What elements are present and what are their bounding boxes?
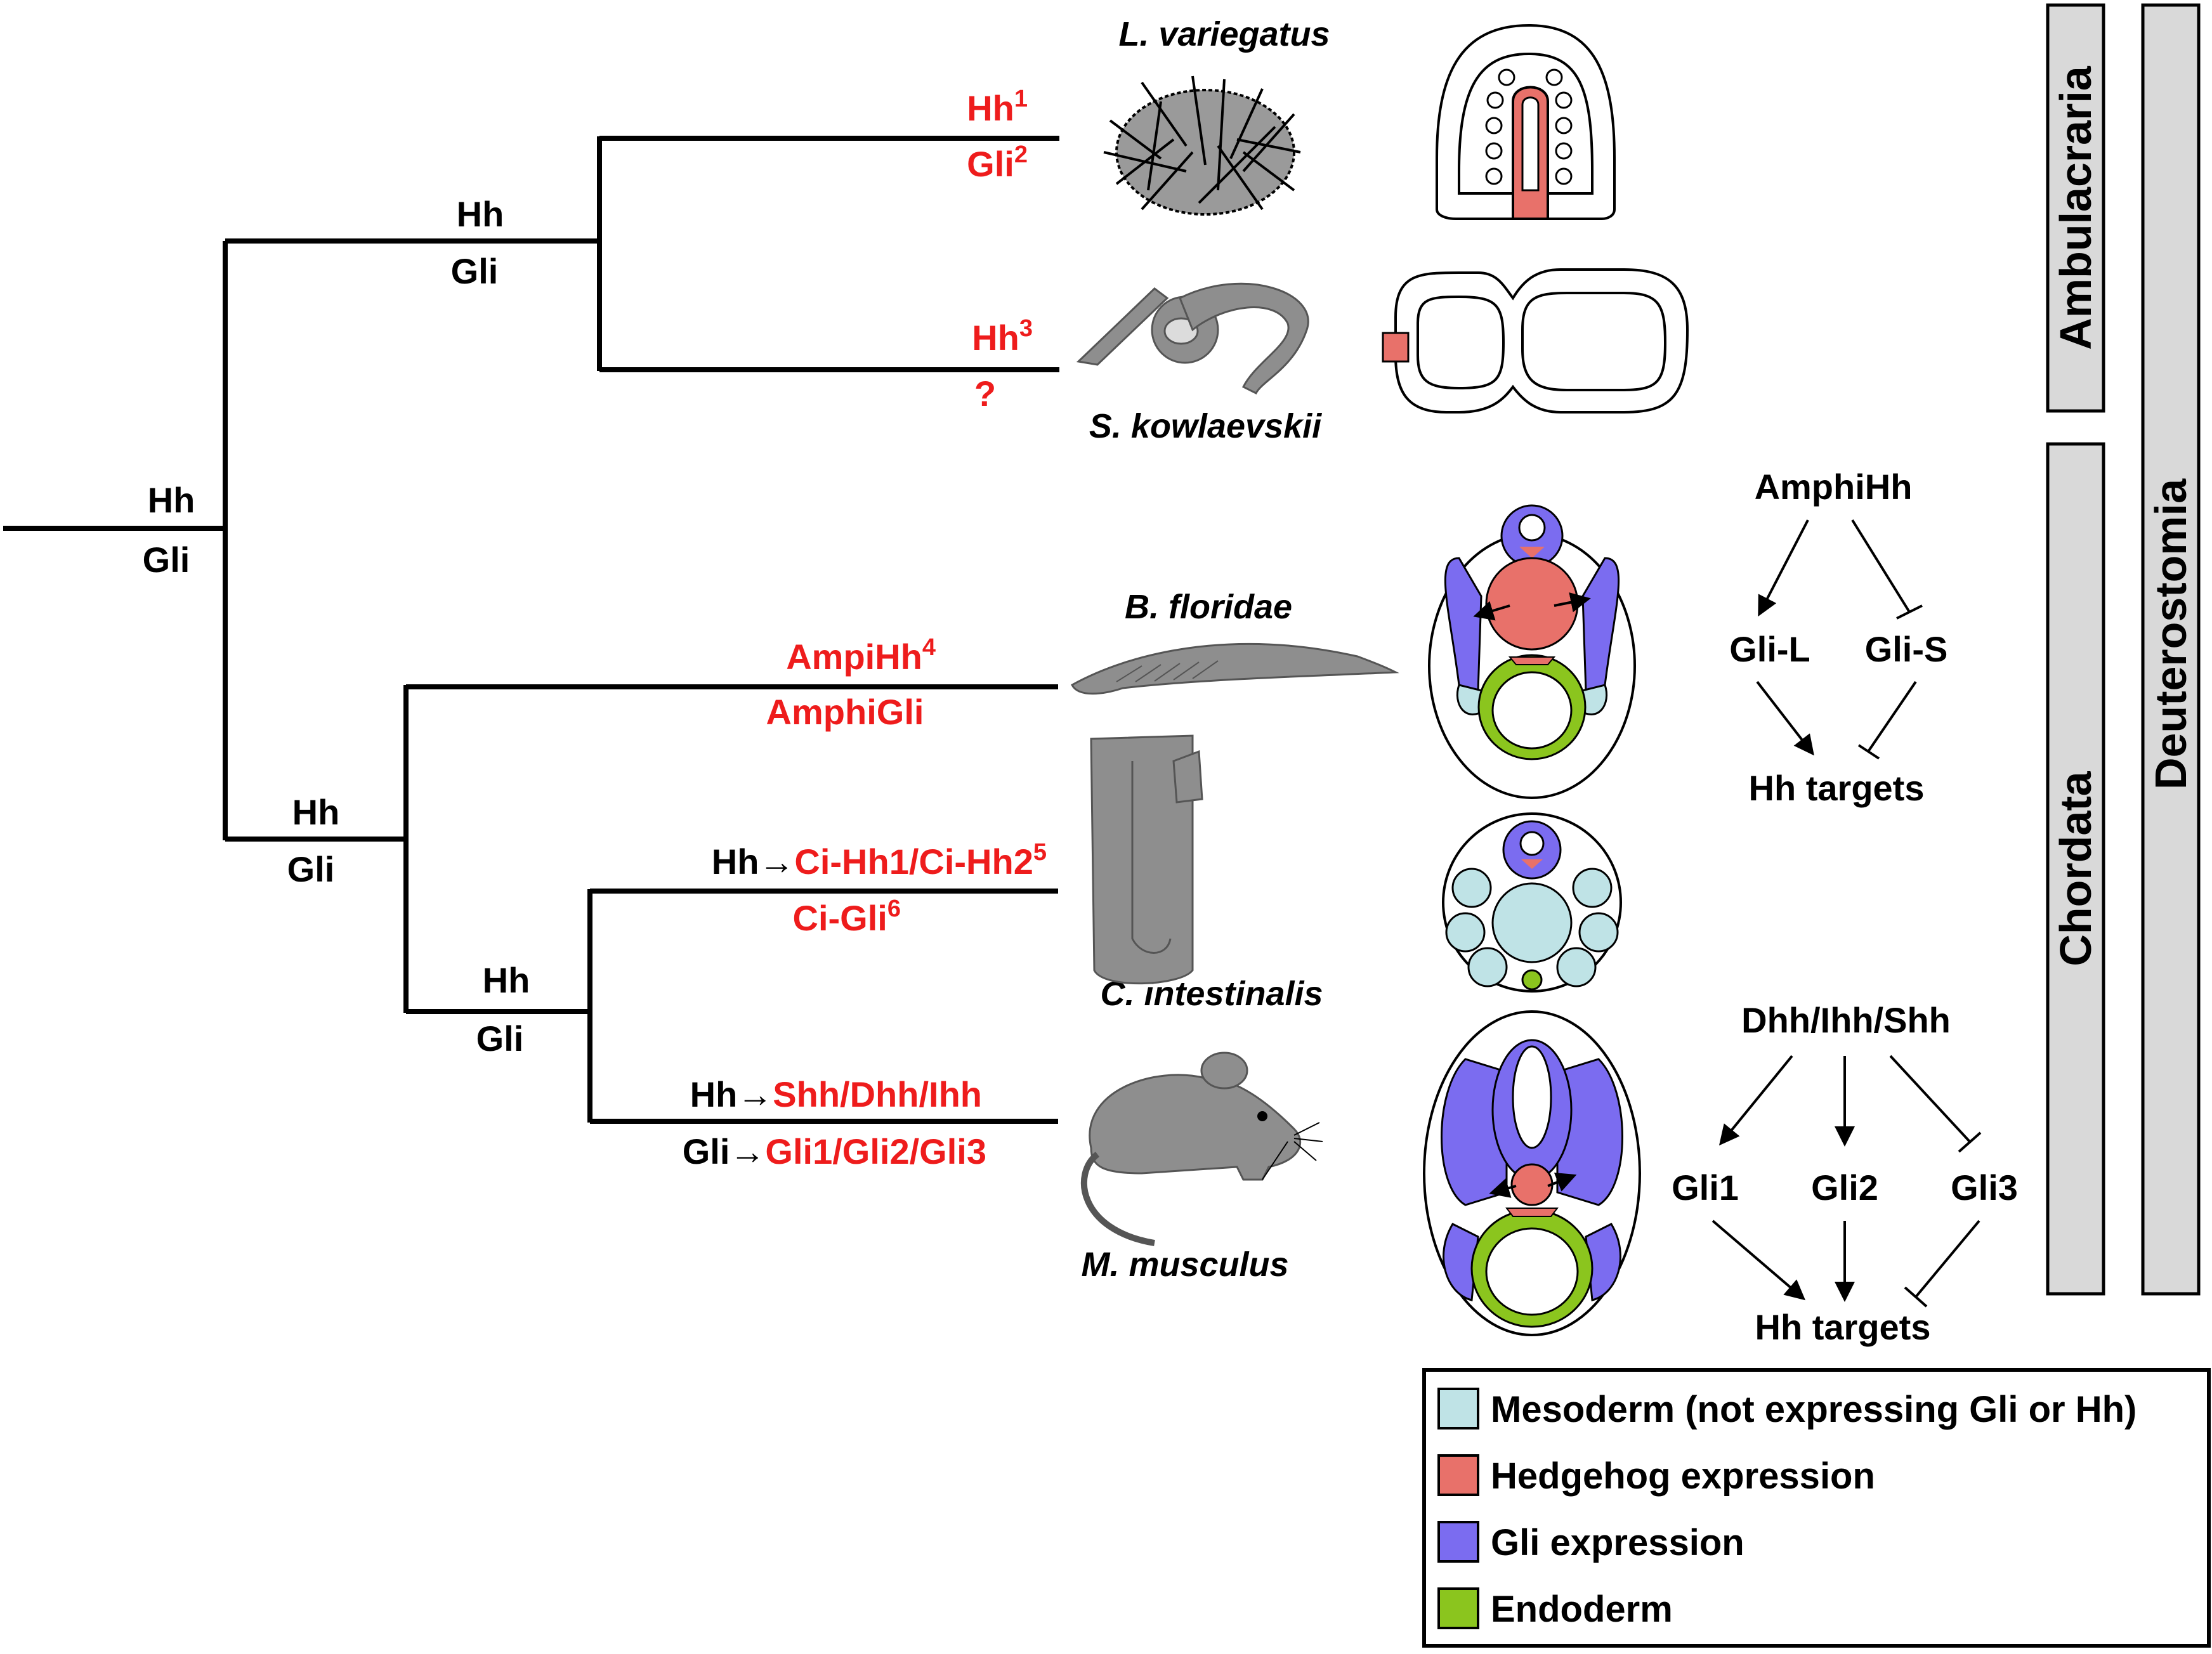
- group-bands: Ambulacraria Chordata Deuterostomia: [2046, 3, 2201, 1296]
- ligand-to-gli1-arrow: [1718, 1055, 1793, 1146]
- legend: Mesoderm (not expressing Gli or Hh) Hedg…: [1422, 1368, 2211, 1648]
- urchin-gli-label: Gli2: [967, 141, 1028, 184]
- hemichordate-embryo-section: [1382, 268, 1689, 413]
- legend-label-endoderm: Endoderm: [1491, 1589, 1673, 1630]
- species-l-variegatus: L. variegatus: [1118, 15, 1330, 53]
- legend-box: [1422, 1368, 2211, 1648]
- urchin-embryo-section: [1436, 23, 1616, 220]
- deuterostomia-band: [2141, 3, 2201, 1296]
- amphioxus-gli-label: AmphiGli: [766, 692, 924, 732]
- chordata-label: Chordata: [2051, 771, 2100, 966]
- legend-swatch-gli: [1437, 1521, 1479, 1563]
- legend-swatch-endoderm: [1437, 1587, 1479, 1629]
- urchin-hh-label: Hh1: [967, 86, 1028, 128]
- gli3-to-targets-inhibit: [1914, 1220, 1980, 1298]
- acorn-worm-illustration: [1076, 282, 1309, 395]
- phylogenetic-tree: [3, 136, 1059, 1124]
- mouse-hh-label: Hh→Shh/Dhh/Ihh: [690, 1074, 982, 1114]
- gli1-label: Gli1: [1672, 1168, 1739, 1208]
- hemichordate-hh-label: Hh3: [972, 315, 1033, 358]
- ambulacraria-gli-label: Gli: [451, 251, 499, 291]
- legend-label-gli: Gli expression: [1491, 1522, 1744, 1563]
- ciona-illustration: [1090, 734, 1203, 985]
- mouse-network: Dhh/Ihh/Shh Gli1 Gli2 Gli3 Hh targets: [1672, 1000, 2018, 1347]
- species-b-floridae: B. floridae: [1125, 588, 1292, 626]
- ciona-gli-label: Ci-Gli6: [793, 895, 901, 938]
- amphihh-to-gli-l-arrow: [1758, 519, 1809, 617]
- chordata-band: [2046, 442, 2105, 1296]
- species-s-kowlaevskii: S. kowlaevskii: [1089, 407, 1322, 445]
- ambulacraria-band: [2046, 3, 2105, 413]
- amphioxus-network: AmphiHh Gli-L Gli-S Hh targets: [1729, 467, 1947, 808]
- ambulacraria-label: Ambulacraria: [2051, 65, 2100, 349]
- legend-swatch-hedgehog: [1437, 1454, 1479, 1496]
- gli-s-label: Gli-S: [1865, 629, 1948, 669]
- dhh-ihh-shh-label: Dhh/Ihh/Shh: [1741, 1000, 1951, 1040]
- amphioxus-hh-targets-label: Hh targets: [1749, 768, 1925, 808]
- deuterostomia-label: Deuterostomia: [2146, 478, 2196, 790]
- amphihh-to-gli-s-inhibit: [1851, 519, 1911, 613]
- legend-label-hedgehog: Hedgehog expression: [1491, 1455, 1875, 1497]
- species-m-musculus: M. musculus: [1081, 1246, 1288, 1284]
- ambulacraria-hh-label: Hh: [457, 194, 504, 234]
- legend-swatch-mesoderm: [1437, 1388, 1479, 1429]
- sea-urchin-illustration: [1103, 75, 1301, 216]
- root-hh-label: Hh: [148, 480, 195, 520]
- root-gli-label: Gli: [143, 540, 190, 580]
- gli-l-to-targets-arrow: [1756, 680, 1814, 756]
- olfactores-gli-label: Gli: [476, 1019, 524, 1058]
- legend-item-hedgehog: Hedgehog expression: [1437, 1454, 1875, 1497]
- mouse-gli-label: Gli→Gli1/Gli2/Gli3: [683, 1131, 986, 1171]
- chordata-gli-label: Gli: [287, 849, 335, 889]
- amphioxus-hh-label: AmpiHh4: [786, 634, 936, 677]
- gli2-label: Gli2: [1811, 1168, 1878, 1208]
- amphioxus-section: [1428, 504, 1636, 799]
- legend-label-mesoderm: Mesoderm (not expressing Gli or Hh): [1491, 1389, 2137, 1430]
- hemichordate-gli-label: ?: [974, 374, 996, 413]
- gli-l-label: Gli-L: [1729, 629, 1810, 669]
- gli1-to-targets-arrow: [1711, 1220, 1806, 1301]
- ligand-to-gli3-inhibit: [1889, 1055, 1971, 1143]
- legend-item-gli: Gli expression: [1437, 1521, 1744, 1563]
- gli-s-to-targets-inhibit: [1867, 680, 1917, 753]
- legend-item-endoderm: Endoderm: [1437, 1587, 1673, 1630]
- chordata-hh-label: Hh: [292, 792, 340, 832]
- mouse-illustration: [1080, 1052, 1323, 1246]
- mouse-section: [1423, 1010, 1641, 1336]
- olfactores-hh-label: Hh: [483, 960, 530, 1000]
- legend-item-mesoderm: Mesoderm (not expressing Gli or Hh): [1437, 1388, 2137, 1430]
- mouse-hh-targets-label: Hh targets: [1755, 1307, 1931, 1347]
- gli3-label: Gli3: [1951, 1168, 2018, 1208]
- ciona-section: [1442, 812, 1622, 993]
- amphihh-label: AmphiHh: [1755, 467, 1913, 507]
- ciona-hh-label: Hh→Ci-Hh1/Ci-Hh25: [712, 839, 1047, 882]
- amphioxus-illustration: [1071, 642, 1399, 695]
